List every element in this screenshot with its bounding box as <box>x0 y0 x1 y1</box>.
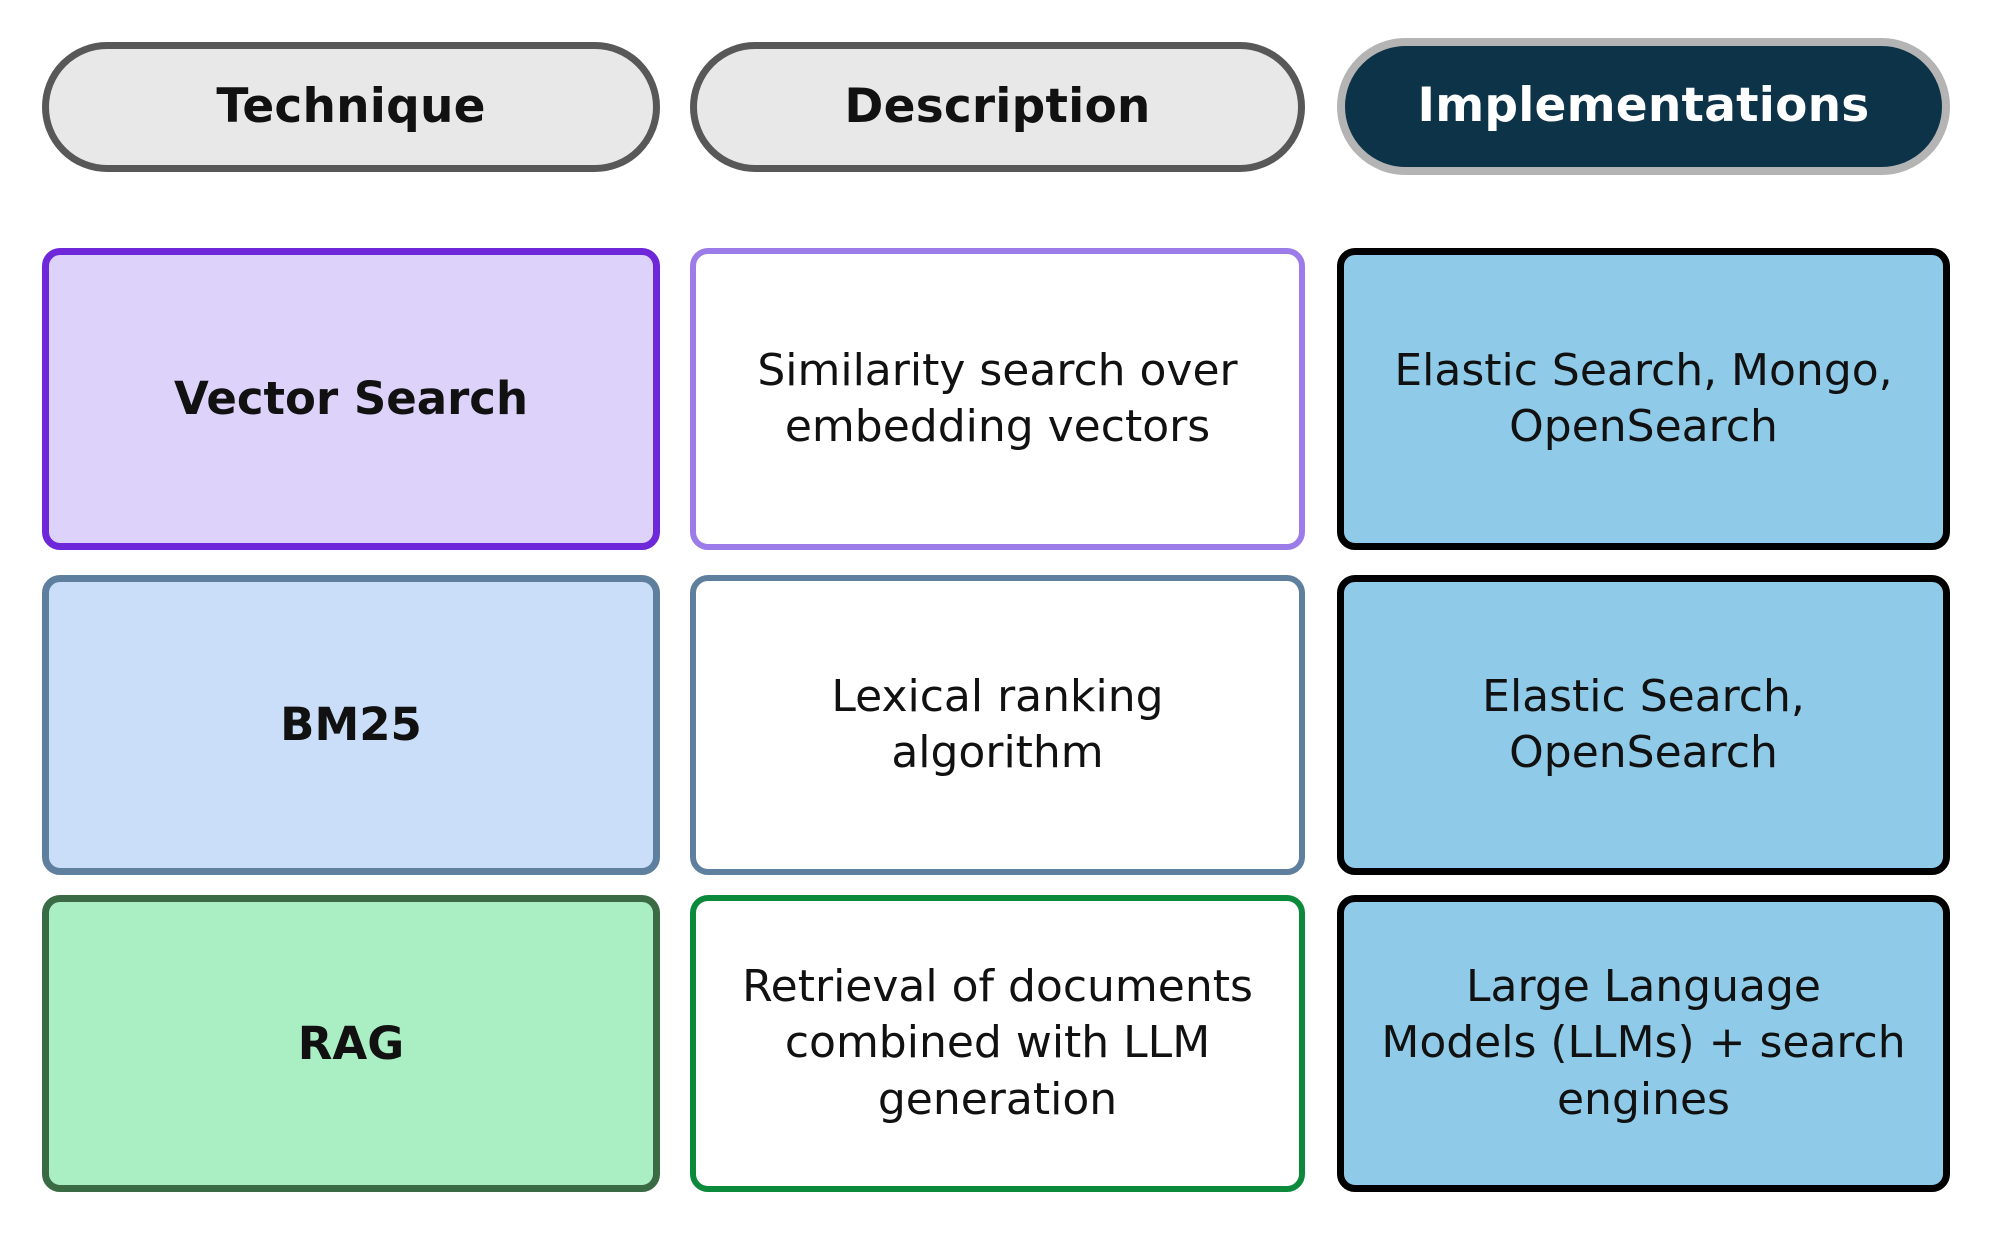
cell-technique: Vector Search <box>173 372 529 426</box>
cell-description: Retrieval of documents combined with LLM… <box>742 961 1253 1125</box>
column-header-implementations: Implementations <box>1337 38 1950 175</box>
table-row: Similarity search over embedding vectors <box>690 248 1305 550</box>
table-row: Lexical ranking algorithm <box>690 575 1305 875</box>
cell-implementations: Elastic Search, OpenSearch <box>1482 670 1805 778</box>
cell-technique: RAG <box>297 1016 405 1070</box>
table-row: BM25 <box>42 575 660 875</box>
cell-implementations: Elastic Search, Mongo, OpenSearch <box>1394 344 1893 452</box>
cell-description: Similarity search over embedding vectors <box>757 344 1238 452</box>
cell-implementations: Large Language Models (LLMs) + search en… <box>1381 961 1906 1125</box>
column-header-technique-label: Technique <box>216 78 486 134</box>
column-header-implementations-label: Implementations <box>1417 78 1870 134</box>
column-header-technique: Technique <box>42 42 660 172</box>
table-row: Vector Search <box>42 248 660 550</box>
table-row: Elastic Search, OpenSearch <box>1337 575 1950 875</box>
cell-technique: BM25 <box>280 698 422 752</box>
cell-description: Lexical ranking algorithm <box>831 670 1164 778</box>
column-header-description: Description <box>690 42 1305 172</box>
table-row: Elastic Search, Mongo, OpenSearch <box>1337 248 1950 550</box>
table-row: Retrieval of documents combined with LLM… <box>690 895 1305 1192</box>
table-row: RAG <box>42 895 660 1192</box>
table-row: Large Language Models (LLMs) + search en… <box>1337 895 1950 1192</box>
column-header-description-label: Description <box>844 78 1151 134</box>
